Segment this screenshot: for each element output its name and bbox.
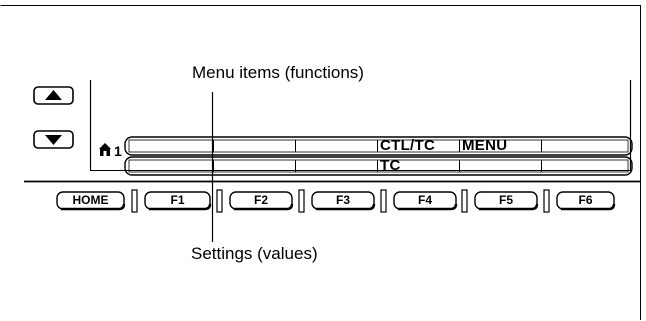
value-row-outline — [124, 156, 633, 176]
page-number: 1 — [114, 143, 123, 159]
function-keys — [131, 189, 616, 213]
f5-key-label: F5 — [498, 193, 513, 207]
f1-key-label: F1 — [170, 193, 185, 207]
cell-dividers — [213, 140, 542, 172]
down-button — [33, 130, 74, 149]
f4-key-label: F4 — [417, 193, 432, 207]
home-key-label: HOME — [72, 193, 109, 207]
f3-key-label: F3 — [335, 193, 350, 207]
up-button — [33, 86, 74, 105]
menu-cell-menu: MENU — [462, 137, 508, 154]
settings-callout: Settings (values) — [191, 244, 318, 263]
value-cell-tc: TC — [380, 157, 401, 174]
triangle-up-icon — [45, 90, 62, 100]
f6-key-label: F6 — [578, 193, 593, 207]
page-frame — [0, 5, 641, 320]
menu-cell-ctl-tc: CTL/TC — [380, 137, 436, 154]
f2-key-label: F2 — [253, 193, 268, 207]
menu-items-callout: Menu items (functions) — [192, 63, 364, 82]
home-key — [56, 191, 126, 211]
menu-row-outline — [124, 136, 633, 156]
triangle-down-icon — [45, 135, 62, 145]
menu-row-inner — [128, 139, 629, 153]
value-row-inner — [128, 159, 629, 173]
house-icon — [99, 143, 111, 156]
